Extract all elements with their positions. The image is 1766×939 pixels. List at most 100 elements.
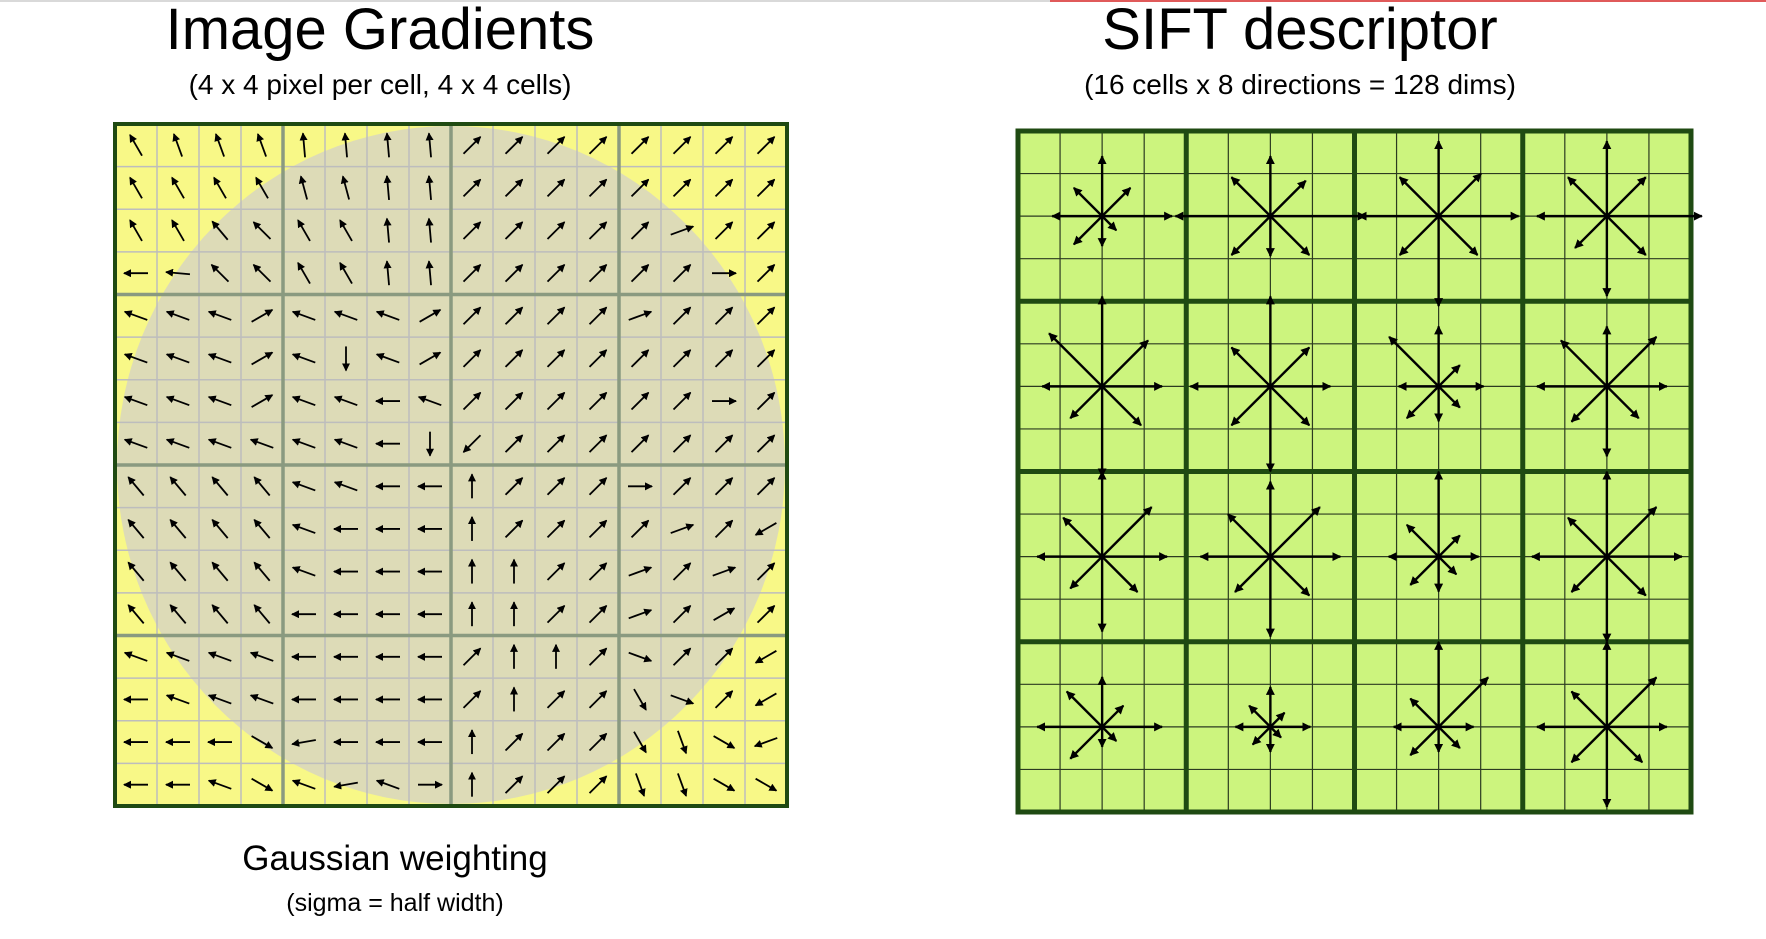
histogram-bin-arrow [1398,176,1440,217]
gradient-arrow [462,349,482,368]
gradient-arrow [127,476,145,497]
gradient-arrow [588,263,608,283]
gradient-arrow [714,221,734,240]
gradient-arrow [383,132,392,158]
gradient-arrow [630,221,650,240]
gradient-arrow [425,217,434,243]
histogram-bin-arrow [1062,516,1103,558]
gradient-arrow [630,178,650,198]
top-line-red [1050,0,1766,2]
gradient-arrow [214,133,225,157]
histogram-bin-arrow [1409,726,1440,757]
histogram-bin-arrow [1101,215,1118,232]
gradient-arrow [129,134,143,157]
gradient-arrow [291,480,316,492]
gradient-arrow [504,263,524,283]
gradient-arrow [211,220,229,241]
histogram-bin-arrow [1269,346,1311,388]
histogram-bin-arrow [1227,513,1272,558]
gradient-arrow [375,310,400,321]
histogram-bin-arrow [1230,215,1272,256]
histogram-bin-arrow [1101,385,1142,427]
gradient-grid [113,122,789,808]
histogram-bin-arrow [1101,506,1153,558]
gradient-arrow [546,775,566,794]
gradient-arrow [672,434,692,453]
histogram-bin-arrow [1606,676,1658,728]
histogram-bin-arrow [1269,726,1282,739]
histogram-bin-arrow [1101,555,1139,593]
gradient-arrow [588,690,608,709]
gradient-arrow [628,310,653,321]
gradients-title: Image Gradients [165,0,595,62]
gradient-arrow [211,604,229,624]
gradient-arrow [546,178,566,198]
sift-title: SIFT descriptor [1102,0,1498,62]
histogram-bin-arrow [1606,726,1644,764]
gradient-arrow [546,562,566,581]
orientation-histogram [1041,295,1164,478]
gradient-arrow [713,735,736,749]
gradient-arrow [670,694,695,705]
gradient-arrow [462,136,482,155]
gradient-arrow [713,777,736,792]
gradient-arrow [123,352,148,364]
orientation-histogram [1392,640,1489,757]
gradient-arrow [127,561,145,582]
gradient-arrow [207,779,232,790]
gradient-arrow [670,225,695,236]
histogram-bin-arrow [1606,385,1640,420]
gradient-arrow [333,310,358,321]
gradient-arrow [588,391,608,411]
histogram-bin-arrow [1409,555,1440,586]
gradient-arrow [333,781,358,790]
gradient-arrow [252,221,272,240]
gradient-arrow [714,690,734,709]
histogram-bin-arrow [1072,186,1103,217]
gradient-arrow [297,219,311,242]
orientation-histogram [1036,675,1164,760]
gradient-arrow [211,561,229,582]
gradient-arrow [756,221,776,240]
gradient-arrow [339,261,353,285]
gradient-arrow [756,263,776,283]
gradient-arrow [588,775,608,794]
orientation-histogram [1535,325,1668,458]
gradient-arrow [672,349,692,368]
gradient-arrow [504,519,524,539]
sift-descriptor-grid [1015,128,1703,815]
gradient-arrow [165,268,191,277]
gradient-arrow [546,349,566,368]
gradient-arrow [123,310,148,321]
gradient-arrow [291,523,316,534]
orientation-histogram [1388,325,1485,423]
histogram-bin-arrow [1101,339,1149,388]
gradient-arrow [172,133,183,157]
histogram-bin-arrow [1069,726,1103,760]
gradient-arrow [756,306,776,325]
gradient-arrow [546,732,566,752]
gradient-arrow [546,221,566,240]
gradient-arrow [756,391,776,411]
gradient-arrow [253,518,271,539]
gradient-arrow [210,263,230,283]
histogram-bin-arrow [1570,726,1608,764]
histogram-bin-arrow [1574,215,1608,249]
sift-border [1015,128,1694,815]
gradient-arrow [253,604,271,624]
gradient-arrow [633,731,647,754]
gradient-arrow [252,263,272,283]
histogram-bin-arrow [1269,555,1311,597]
histogram-bin-arrow [1269,711,1286,728]
gradient-arrow [462,263,482,283]
gradient-arrow [256,133,267,157]
gradient-arrow [123,438,148,449]
gradient-arrow [462,178,482,198]
gradient-arrow [630,391,650,411]
gradient-arrow [255,176,269,199]
histogram-bin-arrow [1269,179,1307,217]
orientation-histogram [1189,295,1332,473]
gradient-arrow [670,523,695,534]
gradients-subtitle: (4 x 4 pixel per cell, 4 x 4 cells) [188,69,572,100]
histogram-bin-arrow [1606,215,1647,256]
